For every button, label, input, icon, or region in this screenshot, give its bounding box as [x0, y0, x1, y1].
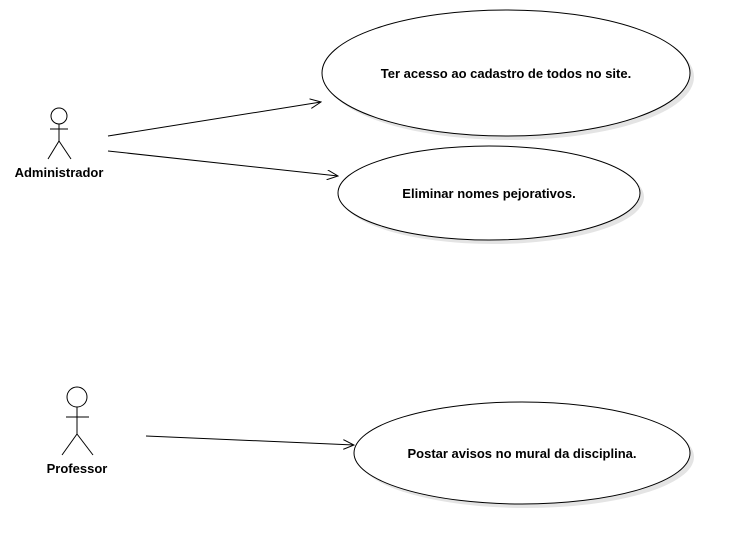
use-case-avisos: Postar avisos no mural da disciplina.: [353, 401, 694, 508]
use-case-label: Postar avisos no mural da disciplina.: [407, 446, 636, 461]
use-case-cadastro: Ter acesso ao cadastro de todos no site.: [321, 9, 694, 140]
association-arrow: [145, 435, 354, 445]
use-case-eliminar: Eliminar nomes pejorativos.: [337, 145, 644, 244]
use-case-ellipse: [321, 9, 691, 137]
actor-label: Administrador: [15, 165, 104, 180]
actor-professor: Professor: [47, 386, 108, 476]
association-arrow: [107, 150, 338, 176]
stick-figure-icon: [61, 386, 94, 456]
actor-administrador: Administrador: [15, 107, 104, 180]
actor-label: Professor: [47, 461, 108, 476]
use-case-label: Eliminar nomes pejorativos.: [402, 186, 575, 201]
use-case-ellipse: [353, 401, 691, 505]
use-case-ellipse: [337, 145, 641, 241]
association-arrow: [107, 102, 321, 137]
stick-figure-icon: [47, 107, 72, 160]
use-case-label: Ter acesso ao cadastro de todos no site.: [381, 66, 631, 81]
